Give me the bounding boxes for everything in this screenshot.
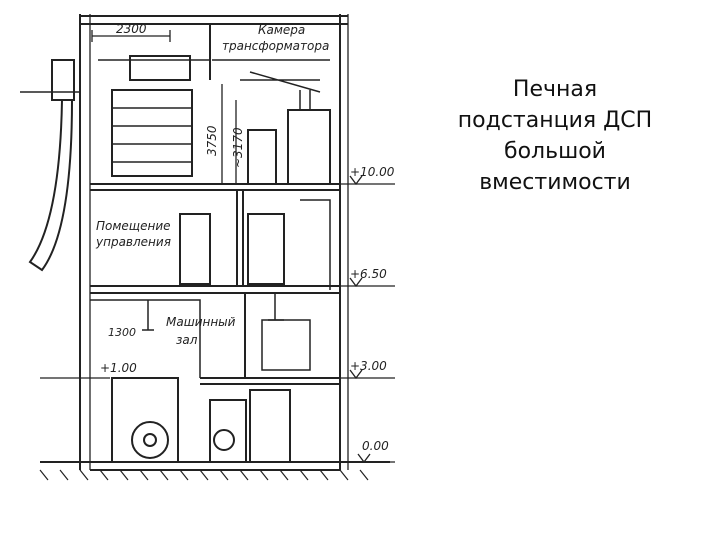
pump-wheel [213,429,235,451]
hoist-hook-lower [142,300,154,331]
motor-hub [143,433,157,447]
furnace-reactor [111,89,193,177]
room-label-machine-1: Машинный [166,315,236,329]
reactor-bands [112,107,192,163]
slide-title: Печная подстанция ДСП большой вместимост… [430,74,680,198]
dim-label-vertical-outer: 3750 [205,125,219,156]
slide-title-line-4: вместимости [479,170,631,195]
dim-label-horizontal: 2300 [116,22,147,36]
control-panel-left [179,213,211,285]
control-panel-right [247,213,285,285]
elevation-marker-65 [340,277,395,288]
dim-line-vertical [221,84,237,184]
elevation-label-65: +6.50 [350,267,387,281]
elevation-label-10: +10.00 [350,165,395,179]
slide-title-line-3: большой [504,139,606,164]
elevation-marker-10 [340,175,395,186]
transformer-tank [287,109,331,185]
slide-title-line-1: Печная [512,77,598,102]
switchgear-left [209,399,247,463]
dim-label-small: 1300 [108,326,136,339]
slide-title-line-2: подстанция ДСП [457,108,653,133]
machine-hall-ceiling [90,299,201,378]
busbar-lines [240,71,321,110]
motor-generator-cabinet [111,377,179,463]
motor-flywheel [131,421,169,459]
room-label-control-2: управления [95,235,171,249]
duct-head [51,59,75,101]
room-label-machine-2: зал [176,333,198,347]
switchgear-right [249,389,291,463]
elevation-label-3: +3.00 [350,359,387,373]
dim-line-horizontal [91,30,171,42]
elevation-marker-3 [340,369,395,380]
dim-label-vertical-inner: ~3170 [231,127,245,168]
reactor-top-unit [129,55,191,81]
transformer-cabinet [247,129,277,185]
elevation-label-left: +1.00 [100,361,137,375]
elevation-label-0: 0.00 [362,439,389,453]
floor-level-1 [200,377,340,385]
floor-level-2 [90,285,340,294]
external-duct [28,99,74,272]
room-label-transformer-1: Камера [258,23,305,37]
hoist-hook-mid [268,293,284,321]
room-label-transformer-2: трансформатора [222,39,329,53]
ground-floor [40,461,390,471]
valve-assembly [261,319,311,371]
cable-tray [300,199,331,290]
inner-wall-upper [236,190,244,286]
elevation-marker-0 [340,453,395,464]
ground-hatching [39,469,369,481]
roof [80,15,348,25]
room-label-control-1: Помещение [96,219,171,233]
